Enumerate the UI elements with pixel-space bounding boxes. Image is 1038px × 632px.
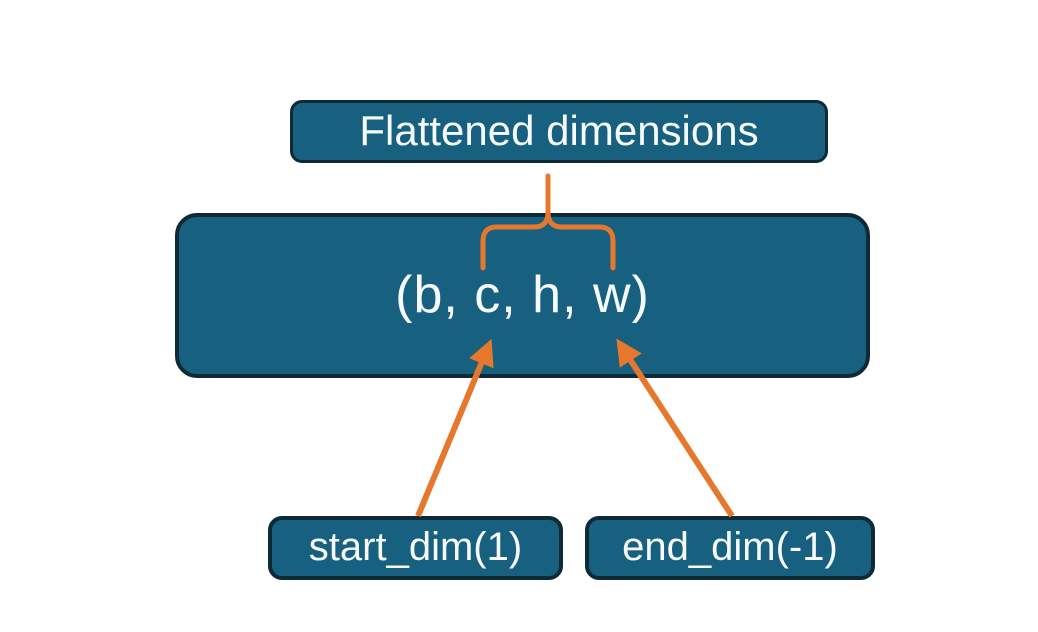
- start-dim-label: start_dim(1): [308, 525, 523, 569]
- end-dim-label: end_dim(-1): [622, 525, 838, 569]
- node-end-dim: end_dim(-1): [585, 516, 875, 580]
- flattened-dimensions-label: Flattened dimensions: [359, 106, 759, 154]
- node-tensor-shape: (b, c, h, w): [175, 213, 870, 378]
- node-start-dim: start_dim(1): [268, 516, 563, 580]
- tensor-shape-label: (b, c, h, w): [395, 265, 650, 324]
- node-flattened-dimensions: Flattened dimensions: [290, 100, 828, 163]
